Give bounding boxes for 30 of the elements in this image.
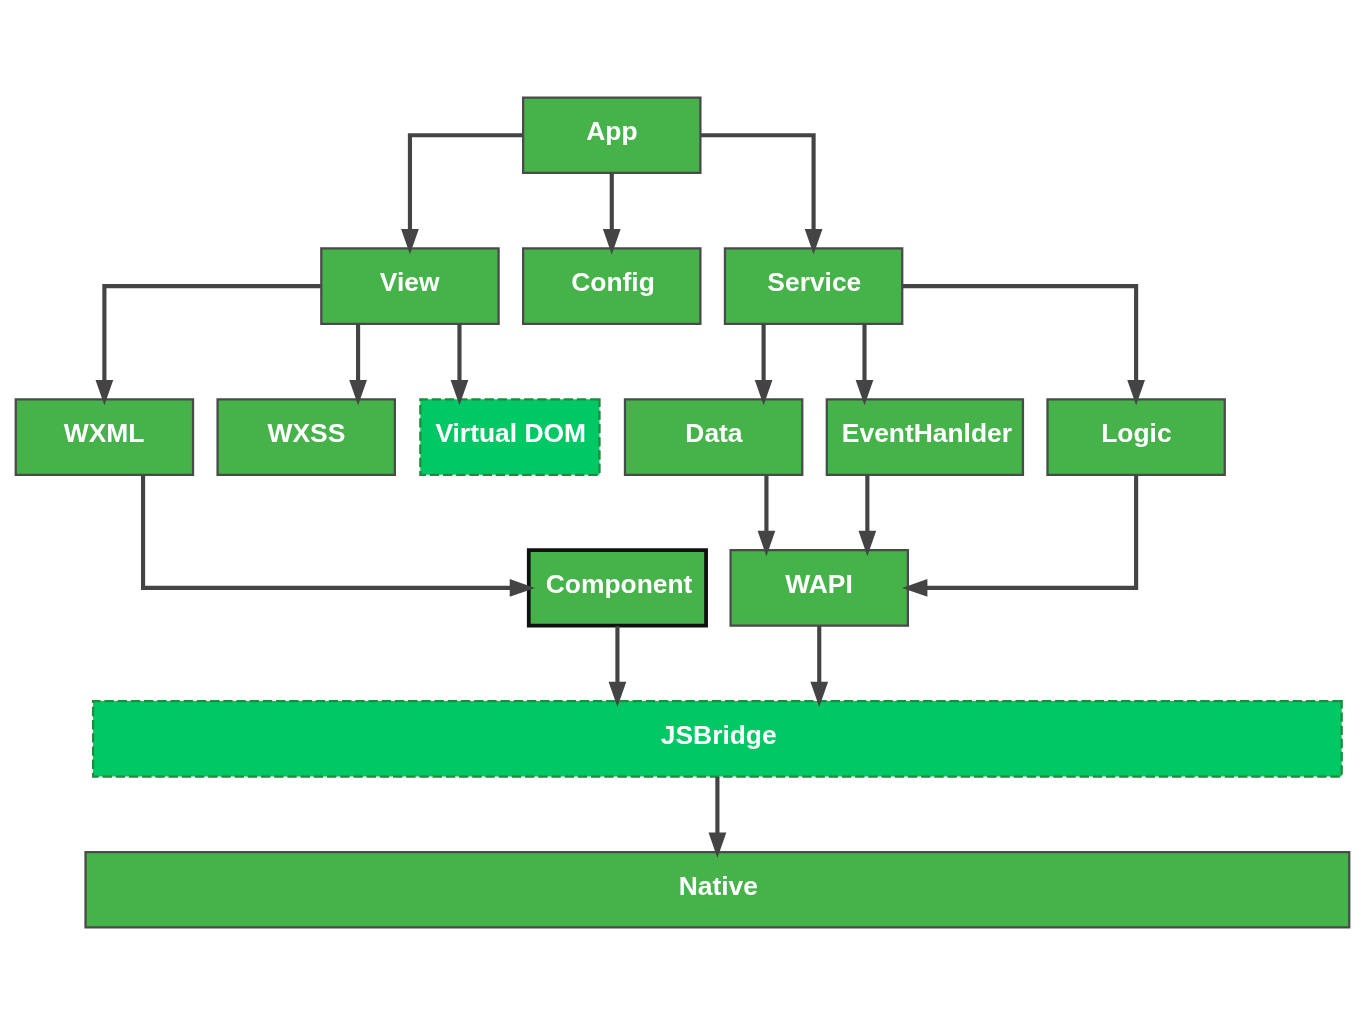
arrow xyxy=(858,474,877,556)
node-box: EventHanlder xyxy=(825,397,1025,476)
arrow xyxy=(141,474,536,597)
node-box: Virtual DOM xyxy=(419,397,601,476)
arrow xyxy=(95,283,321,405)
arrow xyxy=(700,132,823,254)
node-box: Config xyxy=(522,246,702,325)
arrow xyxy=(810,625,829,707)
arrow xyxy=(708,776,727,858)
node-box: Data xyxy=(623,397,804,476)
node-box: WAPI xyxy=(729,548,910,627)
arrow xyxy=(902,283,1145,405)
arrow xyxy=(401,132,523,254)
node-box: View xyxy=(320,246,500,325)
node-box: Component xyxy=(526,547,708,628)
node-box: Service xyxy=(723,246,904,325)
arrow xyxy=(602,172,621,254)
node-box: JSBridge xyxy=(91,699,1343,778)
arrow xyxy=(757,474,776,556)
arrow xyxy=(855,323,874,405)
node-box: Native xyxy=(84,850,1351,929)
node-box: App xyxy=(522,95,702,174)
arrow xyxy=(450,323,469,405)
node-box: Logic xyxy=(1046,397,1226,476)
arrow xyxy=(754,323,773,405)
node-box: WXSS xyxy=(216,397,396,476)
node-box: WXML xyxy=(14,397,195,476)
arrow xyxy=(608,625,627,707)
arrow xyxy=(349,323,367,405)
arrow xyxy=(902,474,1139,597)
